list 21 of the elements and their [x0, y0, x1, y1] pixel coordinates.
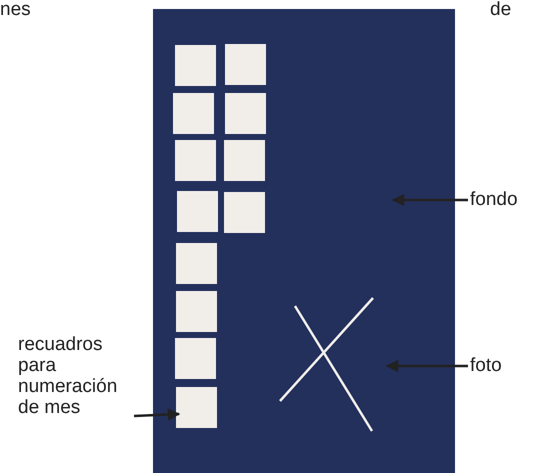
- number-square: [224, 140, 265, 181]
- number-square: [177, 191, 218, 232]
- cut-off-text: de: [490, 0, 512, 20]
- number-square: [173, 93, 214, 134]
- cut-off-text: nes: [0, 0, 31, 20]
- number-square: [175, 140, 216, 181]
- number-square: [225, 93, 266, 134]
- number-square: [225, 44, 266, 85]
- number-square: [176, 243, 217, 284]
- callout-text: fondo: [470, 189, 536, 210]
- callout-text: recuadros para numeración de mes: [18, 334, 136, 418]
- number-square: [224, 192, 265, 233]
- number-square: [175, 338, 216, 379]
- number-square: [176, 291, 217, 332]
- callout-text: foto: [470, 355, 520, 376]
- number-square: [176, 387, 217, 428]
- leader-arrow: [386, 360, 468, 372]
- page-background: [153, 9, 455, 473]
- number-square: [175, 45, 216, 86]
- leader-arrow: [392, 194, 468, 206]
- leader-arrow: [134, 408, 180, 421]
